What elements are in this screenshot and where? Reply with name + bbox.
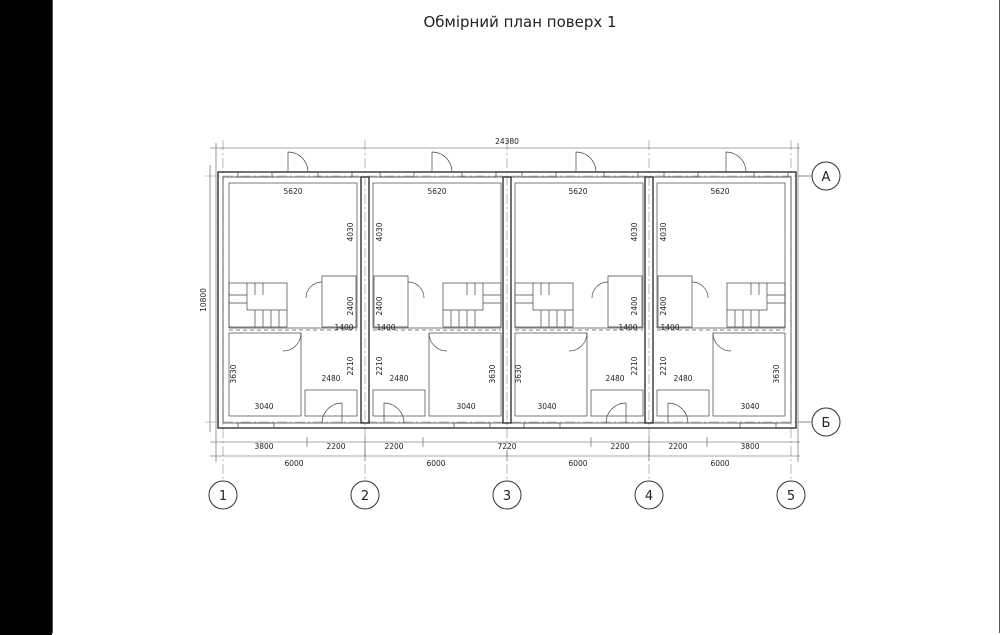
dim-overall-height: 10800 — [199, 288, 208, 312]
axis-bubble-5 — [776, 480, 806, 510]
dim-hall-width: 1400 — [618, 323, 637, 332]
dim-room-top-height: 4030 — [375, 222, 384, 241]
top-windows — [237, 171, 789, 178]
axis-bubble-1 — [208, 480, 238, 510]
dim-chain2: 6000 — [568, 459, 587, 468]
unit-2-stair — [442, 282, 502, 328]
dim-hall-width: 1400 — [334, 323, 353, 332]
axis-label-3: 3 — [503, 489, 511, 504]
unit-4-stair — [726, 282, 786, 328]
unit-3-partitions — [514, 182, 644, 417]
dimension-texts: 24380 10800 5620 5620 5620 5620 4030 403… — [199, 137, 781, 468]
dim-corridor-height: 2210 — [630, 356, 639, 375]
dim-room-top-width: 5620 — [427, 187, 446, 196]
axis-label-4: 4 — [645, 489, 653, 504]
dim-room-bottom-width: 3040 — [254, 402, 273, 411]
dim-room-top-width: 5620 — [710, 187, 729, 196]
dim-room-bottom-height: 3630 — [772, 364, 781, 383]
axis-label-1: 1 — [219, 489, 227, 504]
unit-1-partitions — [228, 182, 358, 417]
outer-walls — [217, 171, 797, 429]
bottom-openings — [237, 402, 777, 429]
unit-2-partitions — [372, 182, 502, 417]
dim-chain1: 2200 — [384, 442, 403, 451]
axis-label-b: Б — [822, 416, 831, 431]
dim-chain1: 2200 — [326, 442, 345, 451]
axis-bubble-3 — [492, 480, 522, 510]
entry-doors — [287, 151, 747, 173]
dim-corridor-width: 2480 — [321, 374, 340, 383]
dim-chain1: 7220 — [497, 442, 516, 451]
dim-room-bottom-width: 3040 — [456, 402, 475, 411]
dim-room-top-width: 5620 — [568, 187, 587, 196]
dim-room-bottom-height: 3630 — [229, 364, 238, 383]
dim-room-top-height: 4030 — [630, 222, 639, 241]
dim-hall-height: 2400 — [346, 296, 355, 315]
dim-corridor-height: 2210 — [375, 356, 384, 375]
dim-hall-width: 1400 — [660, 323, 679, 332]
dim-corridor-width: 2480 — [605, 374, 624, 383]
dim-corridor-width: 2480 — [673, 374, 692, 383]
axis-bubble-b — [811, 407, 841, 437]
axis-bubble-4 — [634, 480, 664, 510]
dim-hall-height: 2400 — [375, 296, 384, 315]
dim-chain2: 6000 — [284, 459, 303, 468]
dimension-lines — [209, 143, 800, 462]
axis-bubbles: А Б 1 2 3 4 5 — [208, 161, 841, 510]
dim-chain2: 6000 — [426, 459, 445, 468]
dim-room-bottom-width: 3040 — [740, 402, 759, 411]
dim-chain2: 6000 — [710, 459, 729, 468]
dim-hall-width: 1400 — [376, 323, 395, 332]
dim-room-bottom-height: 3630 — [514, 364, 523, 383]
dim-chain1: 3800 — [740, 442, 759, 451]
dim-overall-width: 24380 — [495, 137, 519, 146]
dim-room-bottom-height: 3630 — [488, 364, 497, 383]
plan-title: Обмірний план поверх 1 — [423, 13, 616, 31]
axis-label-5: 5 — [787, 489, 795, 504]
party-walls — [360, 176, 654, 424]
unit-1-stair — [228, 282, 288, 328]
dim-corridor-height: 2210 — [659, 356, 668, 375]
dim-chain1: 3800 — [254, 442, 273, 451]
dim-room-top-height: 4030 — [346, 222, 355, 241]
dim-room-bottom-width: 3040 — [537, 402, 556, 411]
dim-room-top-width: 5620 — [283, 187, 302, 196]
axis-label-2: 2 — [361, 489, 369, 504]
axis-bubble-2 — [350, 480, 380, 510]
dim-chain1: 2200 — [610, 442, 629, 451]
dim-corridor-width: 2480 — [389, 374, 408, 383]
dim-hall-height: 2400 — [630, 296, 639, 315]
dim-chain1: 2200 — [668, 442, 687, 451]
dim-room-top-height: 4030 — [659, 222, 668, 241]
axis-label-a: А — [822, 170, 831, 185]
dim-corridor-height: 2210 — [346, 356, 355, 375]
dim-hall-height: 2400 — [659, 296, 668, 315]
unit-3-stair — [514, 282, 574, 328]
unit-4-partitions — [656, 182, 786, 417]
axis-bubble-a — [811, 161, 841, 191]
